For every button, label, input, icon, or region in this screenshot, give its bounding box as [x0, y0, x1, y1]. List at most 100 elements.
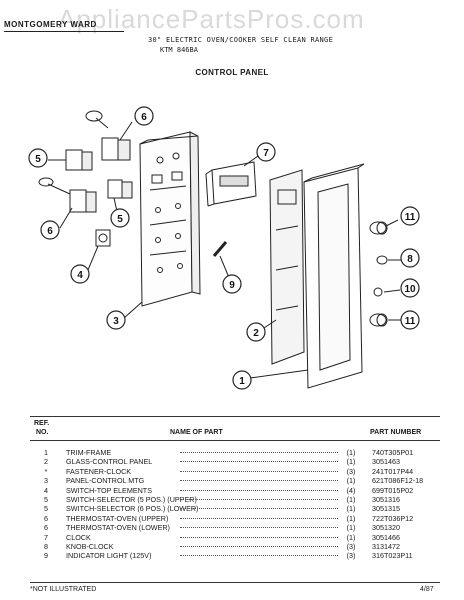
ref-number: 8 — [44, 542, 48, 551]
part-name: PANEL-CONTROL MTG — [66, 476, 145, 486]
table-top-rule — [30, 416, 440, 417]
callout-3: 3 — [113, 316, 119, 327]
table-row: * FASTENER-CLOCK (3) 241T017P44 — [30, 467, 450, 476]
part-name: SWITCH-TOP ELEMENTS — [66, 485, 152, 495]
model-number: KTM 846BA — [160, 46, 198, 54]
quantity: (4) — [346, 485, 356, 495]
leader-dots — [180, 452, 338, 453]
part-name: CLOCK — [66, 532, 91, 542]
clock-knob — [376, 255, 388, 265]
table-row: 4 SWITCH-TOP ELEMENTS (4) 699T015P02 — [30, 486, 450, 495]
table-row: 6 THERMOSTAT-OVEN (LOWER) (1) 3051320 — [30, 523, 450, 532]
ref-number: 9 — [44, 551, 48, 561]
callout-5-lower: 5 — [117, 214, 123, 225]
part-number: 316T023P11 — [372, 551, 413, 561]
part-number: 3051316 — [372, 495, 400, 504]
leader-dots — [180, 527, 338, 529]
section-title: CONTROL PANEL — [195, 68, 269, 77]
quantity: (1) — [346, 532, 356, 542]
quantity: (1) — [346, 513, 356, 523]
callout-6-lower: 6 — [47, 226, 53, 237]
callout-11-upper: 11 — [405, 212, 416, 223]
part-name: FASTENER-CLOCK — [66, 466, 132, 476]
callout-10: 10 — [404, 284, 416, 295]
quantity: (3) — [346, 542, 356, 551]
footnote: *NOT ILLUSTRATED — [30, 586, 97, 593]
part-number: 740T305P01 — [372, 448, 414, 457]
leader-dots — [180, 536, 338, 538]
ref-number: 6 — [44, 523, 48, 533]
ref-number: 3 — [44, 476, 48, 486]
table-row: 9 INDICATOR LIGHT (125V) (3) 316T023P11 — [30, 551, 450, 560]
col-ref-header: REF. — [34, 420, 50, 427]
header-rule — [4, 31, 124, 32]
trim-frame — [303, 163, 365, 389]
callout-8: 8 — [407, 254, 413, 265]
quantity: (1) — [346, 457, 356, 467]
brand-heading: MONTGOMERY WARD — [4, 20, 97, 29]
quantity: (3) — [346, 551, 356, 561]
table-header-rule — [30, 440, 440, 441]
clock-assembly — [205, 161, 257, 207]
selector-switch-upper — [65, 149, 93, 171]
quantity: (1) — [346, 523, 356, 533]
col-part-header: PART NUMBER — [370, 429, 422, 436]
callout-9: 9 — [229, 280, 235, 291]
quantity: (3) — [346, 466, 356, 476]
part-number: 722T036P12 — [372, 513, 414, 523]
col-ref-header-no: NO. — [36, 429, 49, 436]
top-element-switch — [95, 229, 111, 247]
table-row: 2 GLASS-CONTROL PANEL (1) 3051463 — [30, 457, 450, 466]
callout-4: 4 — [77, 270, 83, 281]
knob-lower — [369, 313, 388, 327]
part-name: SWITCH-SELECTOR (6 POS.) (LOWER) — [66, 504, 199, 514]
callout-11-lower: 11 — [405, 316, 416, 327]
selector-switch-lower — [107, 179, 133, 199]
col-name-header: NAME OF PART — [170, 429, 223, 436]
quantity: (1) — [346, 476, 356, 486]
ref-number: 5 — [44, 495, 48, 504]
leader-dots — [180, 470, 338, 472]
ref-number: 4 — [44, 485, 48, 495]
part-name: THERMOSTAT-OVEN (UPPER) — [66, 513, 169, 523]
callout-6-upper: 6 — [141, 112, 147, 123]
quantity: (1) — [346, 495, 356, 504]
part-number: 3051315 — [372, 504, 400, 514]
control-mounting-panel — [139, 131, 201, 307]
table-bottom-rule — [30, 582, 440, 583]
knob-upper — [369, 221, 388, 235]
leader-dots — [180, 461, 338, 463]
thermostat-upper — [85, 110, 131, 161]
model-description: 30" ELECTRIC OVEN/COOKER SELF CLEAN RANG… — [148, 36, 334, 44]
callout-1: 1 — [239, 376, 245, 387]
leader-dots — [180, 480, 338, 482]
leader-dots — [180, 517, 338, 519]
leader-dots — [180, 499, 338, 500]
exploded-parts-diagram: 6 5 6 5 4 3 7 9 2 1 11 8 10 11 — [28, 106, 420, 390]
leader-dots — [180, 508, 338, 510]
ref-number: 5 — [44, 504, 48, 514]
part-name: GLASS-CONTROL PANEL — [66, 457, 153, 467]
ref-number: 2 — [44, 457, 48, 467]
part-name: THERMOSTAT-OVEN (LOWER) — [66, 523, 170, 533]
glass-control-panel — [269, 169, 305, 365]
part-name: TRIM-FRAME — [66, 448, 112, 457]
ref-number: 6 — [44, 513, 48, 523]
part-number: 3051463 — [372, 457, 400, 467]
part-number: 241T017P44 — [372, 466, 414, 476]
callout-2: 2 — [253, 328, 259, 339]
ref-number: * — [44, 466, 48, 476]
part-name: INDICATOR LIGHT (125V) — [66, 551, 152, 561]
table-row: 3 PANEL-CONTROL MTG (1) 621T086F12-18 — [30, 476, 450, 485]
ref-number: 7 — [44, 532, 48, 542]
knob-small — [373, 287, 383, 297]
part-number: 3051320 — [372, 523, 400, 533]
part-number: 621T086F12-18 — [372, 476, 424, 486]
quantity: (1) — [346, 504, 356, 514]
table-row: 6 THERMOSTAT-OVEN (UPPER) (1) 722T036P12 — [30, 514, 450, 523]
part-number: 699T015P02 — [372, 485, 414, 495]
revision-date: 4/87 — [420, 586, 434, 593]
